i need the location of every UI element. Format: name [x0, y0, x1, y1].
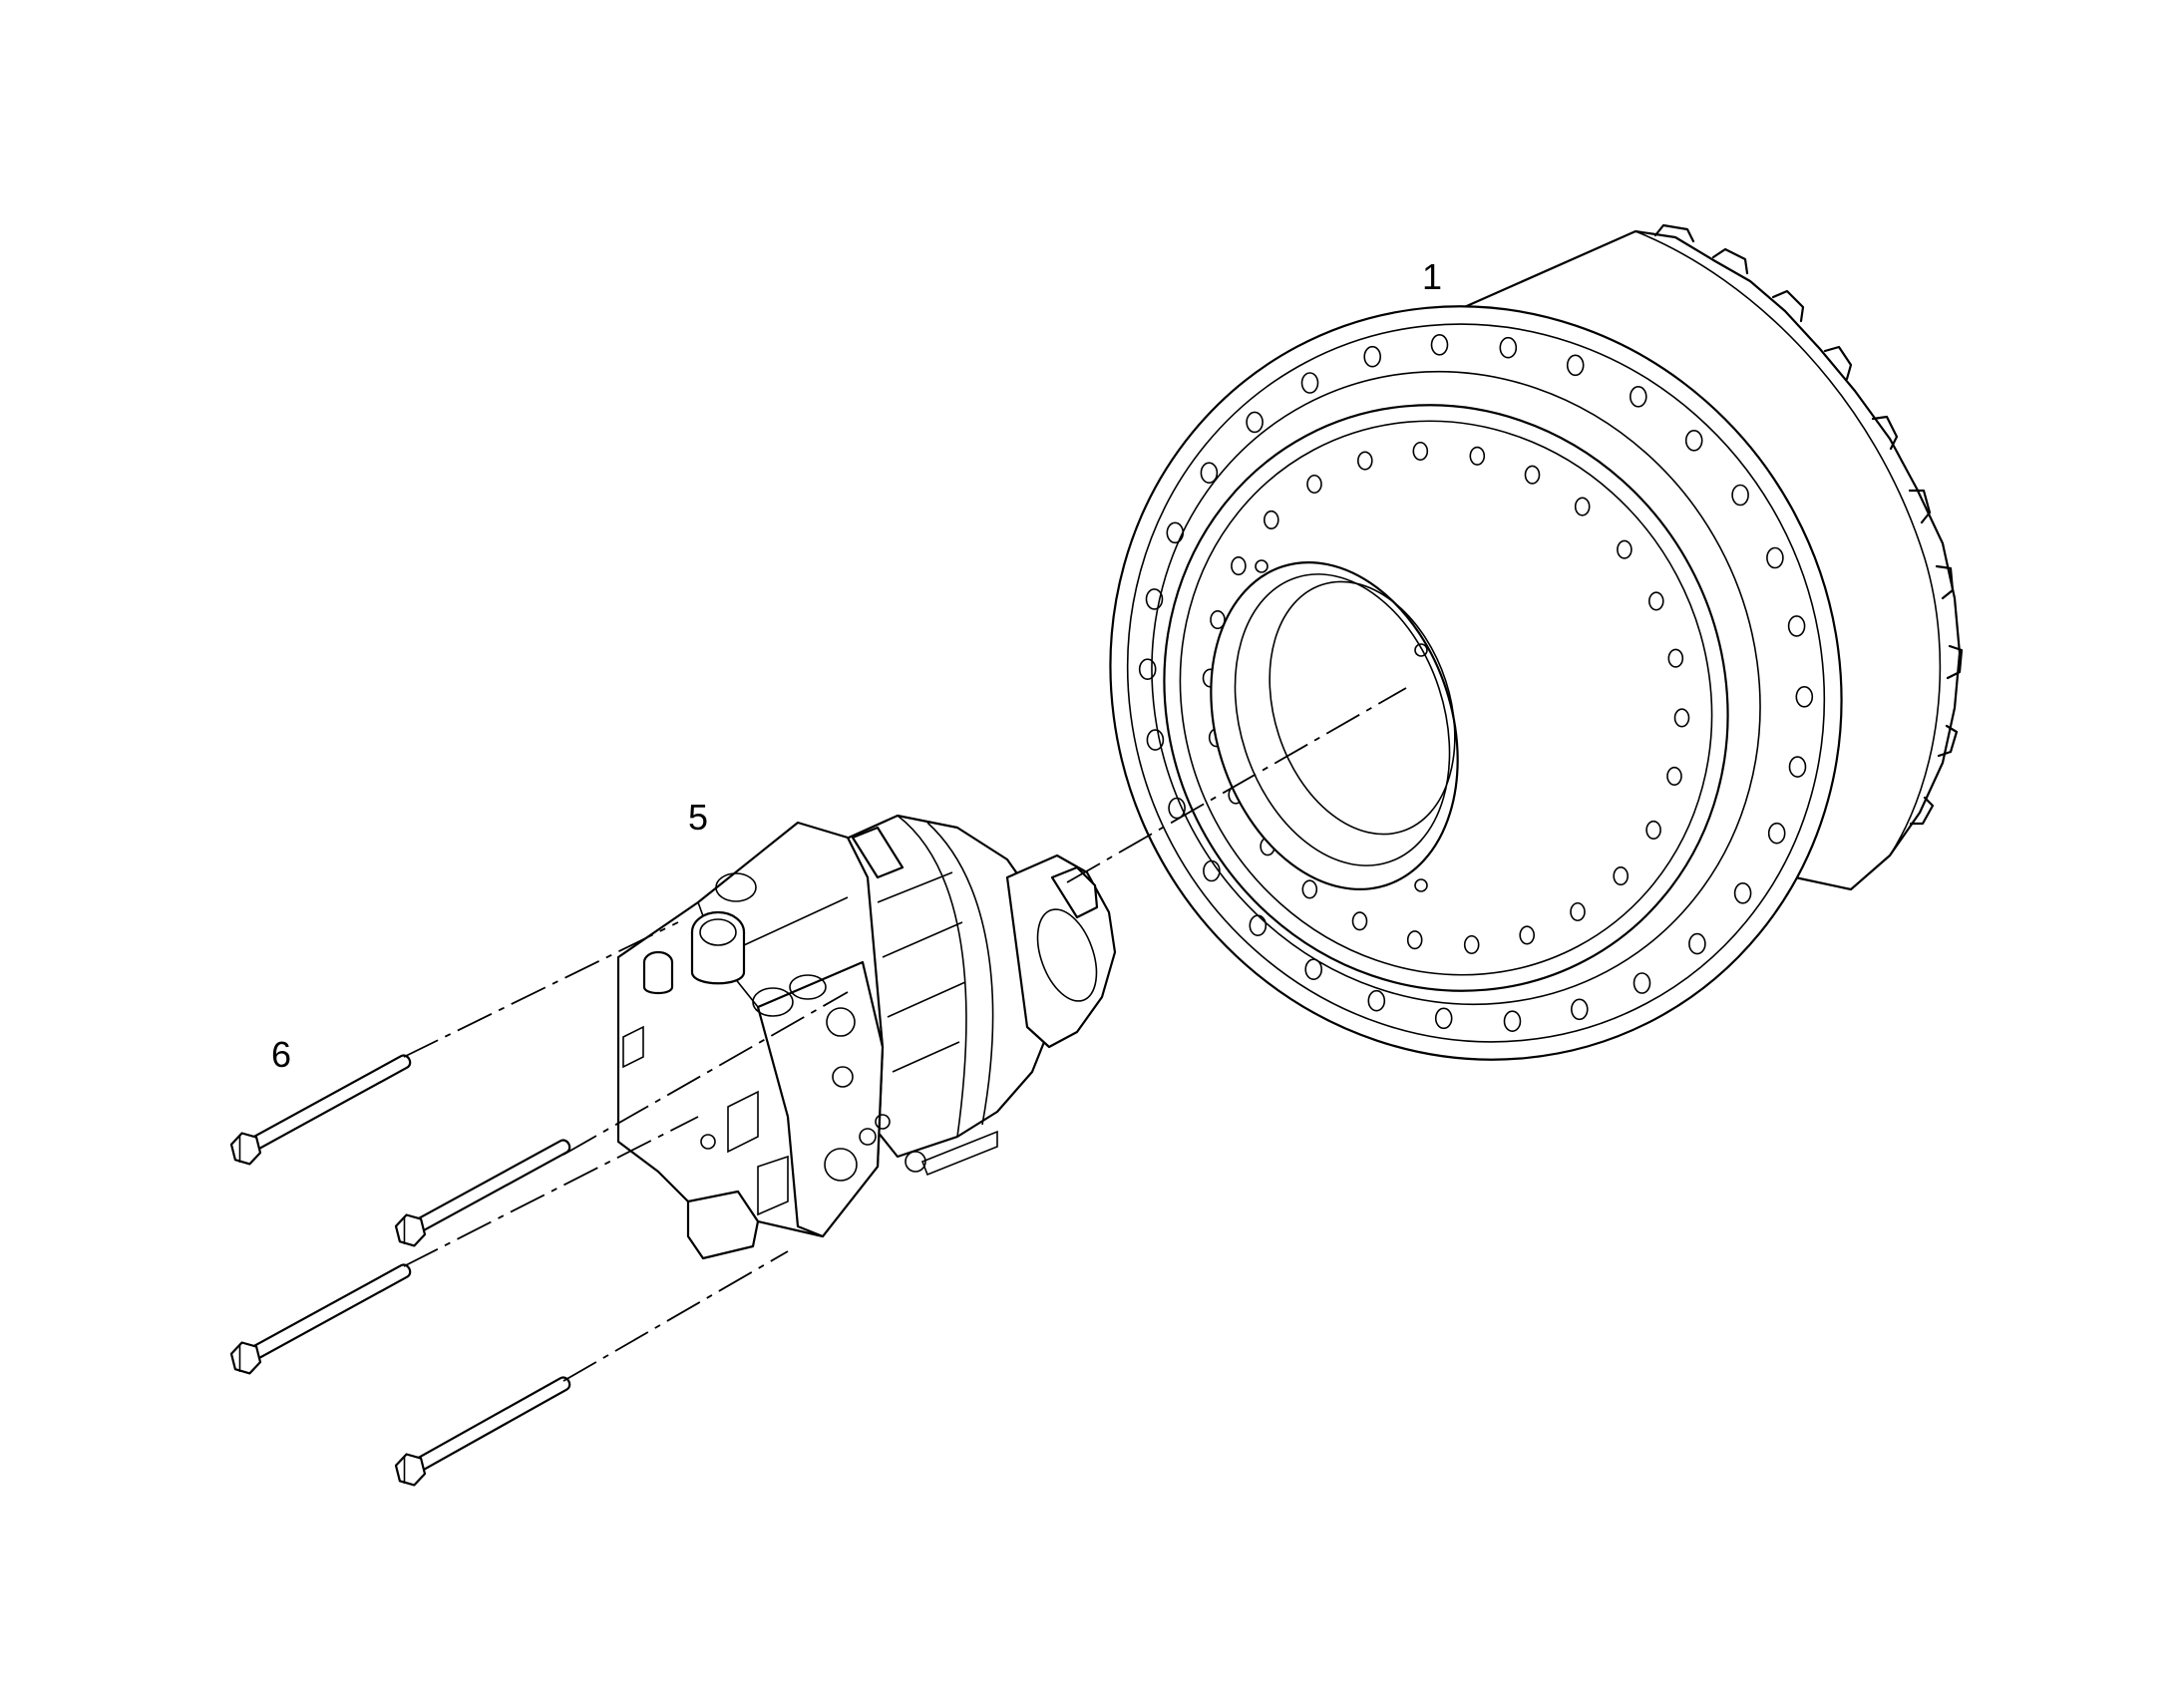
- bolt-hole: [1434, 1007, 1453, 1030]
- bolt-shank: [409, 1139, 571, 1235]
- hydraulic-motor: [616, 814, 1117, 1260]
- bolt-hole: [1795, 685, 1814, 708]
- callout-motor: 5: [688, 797, 708, 838]
- bolt-hole: [1306, 474, 1322, 495]
- bolt-hex-head: [229, 1132, 262, 1166]
- callout-bolt: 6: [271, 1034, 291, 1075]
- bolt-shank: [244, 1054, 412, 1154]
- bolt: [229, 1263, 412, 1375]
- centerline-motor-to-housing: [1066, 687, 1407, 883]
- bolt-hole: [1666, 766, 1682, 786]
- bolt-hole: [1367, 989, 1386, 1012]
- bolt-hole: [1787, 615, 1806, 637]
- bolt-hex-head: [394, 1213, 427, 1247]
- bolt-hole: [1300, 372, 1319, 394]
- bolt-hole: [1684, 429, 1703, 452]
- bolt-hole: [1648, 591, 1664, 611]
- bolt-hole: [1617, 539, 1633, 559]
- bolt-hole: [1469, 446, 1486, 466]
- bolt-hole: [1412, 441, 1429, 462]
- bolt-hex-head: [229, 1341, 262, 1375]
- bolt-hole: [1231, 556, 1247, 576]
- bolt-shank: [244, 1263, 412, 1363]
- bolt-hole: [1363, 345, 1381, 368]
- outer-bolt-holes: [1138, 333, 1814, 1032]
- bolt-hole: [1524, 465, 1541, 485]
- bolt-group: [229, 1054, 571, 1487]
- bolt-hole: [1571, 998, 1589, 1021]
- bolt-hole: [1733, 881, 1752, 904]
- bolt-hole: [1574, 497, 1591, 516]
- bolt-hole: [1357, 451, 1373, 471]
- bolt-hole: [1645, 820, 1661, 840]
- bolt-hole: [1503, 1010, 1522, 1032]
- centerline-bolt-4: [562, 1250, 789, 1382]
- housing-bore: [1210, 559, 1459, 892]
- assembly-centerlines: [403, 687, 1407, 1382]
- bolt: [394, 1376, 571, 1487]
- bolt-hole: [1788, 756, 1807, 778]
- bolt-hole: [1570, 901, 1586, 922]
- bolt-hole: [1667, 648, 1684, 668]
- bolt-hole: [1210, 610, 1226, 630]
- callout-housing: 1: [1422, 256, 1442, 297]
- centerline-bolt-2: [562, 991, 849, 1156]
- centerline-bolt-1: [403, 921, 679, 1058]
- bolt-hole: [1673, 708, 1690, 728]
- bolt-hole: [1566, 354, 1585, 377]
- bolt-hole: [1613, 866, 1629, 886]
- bolt-hole: [1246, 411, 1264, 434]
- bolt-hole: [1767, 822, 1786, 845]
- bolt-hole: [1688, 932, 1706, 955]
- bolt-hole: [1766, 546, 1784, 569]
- bolt-hole: [1499, 336, 1518, 359]
- bolt-hole: [1138, 658, 1157, 681]
- bolt-hole: [1351, 911, 1368, 931]
- final-drive-housing: [1109, 223, 1964, 1061]
- bolt-hole: [1731, 484, 1749, 507]
- bolt-hole: [1145, 588, 1164, 610]
- bolt-hole: [1633, 972, 1651, 994]
- bolt-hole: [1630, 385, 1647, 408]
- bolt-hole: [1519, 925, 1535, 945]
- bolt-hole: [1264, 510, 1279, 529]
- centerline-bolt-3: [403, 1116, 699, 1267]
- bolt-hole: [1463, 934, 1480, 955]
- bolt-hole: [1406, 930, 1423, 950]
- bolt-shank: [409, 1376, 571, 1475]
- bolt: [394, 1139, 571, 1247]
- bolt-hole: [1304, 958, 1322, 981]
- bolt: [229, 1054, 412, 1166]
- bolt-hole: [1301, 879, 1318, 899]
- bolt-hole: [1146, 729, 1165, 751]
- bolt-hole: [1430, 333, 1449, 356]
- bolt-hole: [1200, 462, 1219, 485]
- bolt-hex-head: [394, 1453, 427, 1487]
